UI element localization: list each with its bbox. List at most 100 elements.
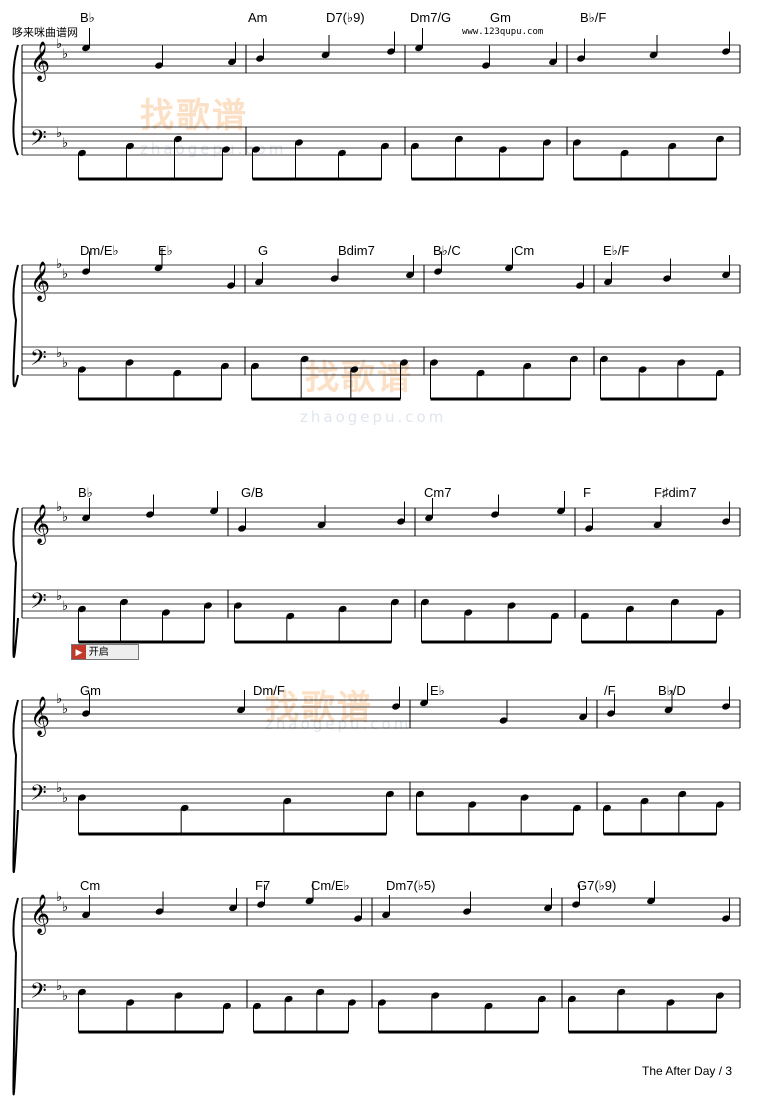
chord-symbol: D7(♭9) — [326, 10, 365, 25]
treble-note — [317, 521, 326, 529]
key-flat-icon: ♭ — [62, 356, 68, 371]
chord-symbol: Bdim7 — [338, 243, 375, 258]
site-url: www.123qupu.com — [462, 27, 544, 37]
bass-note — [538, 995, 546, 1003]
bass-note — [543, 139, 551, 146]
play-icon: ▶ — [72, 645, 86, 659]
bass-note — [468, 801, 477, 808]
key-flat-icon: ♭ — [62, 989, 68, 1004]
bass-note — [78, 794, 86, 801]
key-flat-icon: ♭ — [56, 692, 62, 707]
treble-clef-icon: 𝄞 — [30, 41, 50, 82]
chord-symbol: B♭ — [78, 485, 93, 500]
key-flat-icon: ♭ — [56, 257, 62, 272]
bass-clef-icon: 𝄢 — [30, 589, 47, 619]
treble-note — [463, 908, 471, 915]
bass-note — [222, 146, 230, 153]
key-flat-icon: ♭ — [62, 791, 68, 806]
key-flat-icon: ♭ — [56, 781, 62, 796]
treble-note — [238, 525, 246, 532]
bass-note — [620, 149, 629, 157]
treble-note — [321, 51, 330, 59]
chord-symbol: /F — [604, 683, 616, 698]
treble-note — [572, 901, 580, 908]
treble-note — [663, 275, 671, 282]
key-flat-icon: ♭ — [56, 346, 62, 361]
bass-note — [600, 355, 608, 363]
bass-note — [350, 366, 359, 373]
bass-note — [120, 598, 128, 606]
chord-symbol: G7(♭9) — [577, 878, 617, 893]
chord-symbol: F7 — [255, 878, 271, 893]
bass-note — [253, 1002, 261, 1010]
treble-clef-icon: 𝄞 — [30, 894, 50, 935]
treble-note — [397, 518, 405, 525]
treble-note — [664, 706, 673, 714]
treble-note — [82, 911, 90, 919]
bass-note — [507, 602, 516, 609]
chord-symbol: Gm — [80, 683, 101, 698]
bass-note — [484, 1002, 493, 1010]
bass-note — [430, 359, 438, 366]
bass-note — [570, 355, 578, 363]
key-flat-icon: ♭ — [62, 267, 68, 282]
bass-note — [671, 598, 679, 606]
bass-note — [638, 366, 647, 373]
chord-symbol: Dm7(♭5) — [386, 878, 436, 893]
key-flat-icon: ♭ — [56, 890, 62, 905]
treble-note — [415, 44, 423, 52]
bass-clef-icon: 𝄢 — [30, 126, 47, 156]
bass-note — [668, 142, 677, 150]
treble-note — [256, 55, 264, 62]
bass-note — [316, 988, 325, 996]
chord-symbol: F — [583, 485, 591, 500]
bass-note — [603, 804, 611, 812]
bass-note — [295, 139, 303, 146]
treble-note — [722, 518, 730, 525]
treble-note — [482, 62, 490, 69]
bass-clef-icon: 𝄢 — [30, 346, 47, 376]
play-label: 开启 — [88, 647, 109, 658]
chord-symbol: Dm/F — [253, 683, 285, 698]
treble-note — [549, 58, 557, 66]
key-flat-icon: ♭ — [56, 589, 62, 604]
bass-note — [716, 135, 724, 143]
treble-note — [82, 268, 90, 275]
chord-symbol: F♯dim7 — [654, 485, 697, 500]
bass-note — [78, 149, 86, 157]
treble-note — [653, 521, 662, 529]
bass-note — [173, 369, 182, 377]
treble-note — [354, 915, 362, 922]
bass-note — [174, 992, 183, 999]
key-flat-icon: ♭ — [62, 510, 68, 525]
treble-note — [255, 278, 263, 286]
bass-note — [431, 992, 440, 999]
chord-symbol: E♭ — [430, 683, 445, 698]
bass-note — [626, 605, 634, 613]
bass-note — [640, 797, 649, 805]
bass-note — [381, 142, 389, 150]
bass-note — [78, 366, 86, 373]
bass-clef-icon: 𝄢 — [30, 781, 47, 811]
page-footer: The After Day / 3 — [642, 1064, 733, 1078]
brace — [12, 44, 19, 156]
treble-note — [229, 904, 237, 912]
bass-note — [283, 797, 292, 805]
treble-note — [607, 710, 615, 717]
bass-note — [678, 790, 687, 798]
bass-note — [348, 999, 356, 1006]
treble-note — [382, 911, 390, 919]
bass-note — [716, 992, 724, 999]
chord-symbol: Cm — [80, 878, 101, 893]
chord-symbol: G/B — [241, 485, 264, 500]
bass-note — [716, 609, 724, 616]
bass-note — [251, 362, 259, 370]
brace — [12, 507, 19, 658]
bass-note — [223, 1002, 231, 1010]
bass-note — [666, 999, 675, 1006]
bass-note — [499, 146, 507, 153]
play-button[interactable]: ▶ 开启 — [71, 644, 139, 660]
key-flat-icon: ♭ — [62, 136, 68, 151]
